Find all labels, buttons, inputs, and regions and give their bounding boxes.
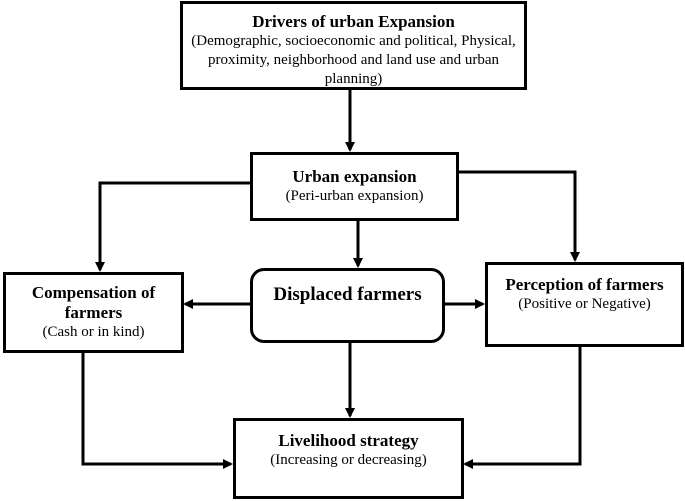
drivers-subtitle: (Demographic, socioeconomic and politica…	[191, 33, 516, 87]
compensation-subtitle: (Cash or in kind)	[42, 324, 145, 340]
arrow-urban-to-perception	[458, 170, 580, 262]
livelihood-box: Livelihood strategy (Increasing or decre…	[233, 418, 464, 499]
livelihood-subtitle: (Increasing or decreasing)	[270, 452, 427, 468]
perception-subtitle: (Positive or Negative)	[518, 296, 651, 312]
displaced-farmers-box: Displaced farmers	[250, 268, 445, 343]
urban-expansion-box: Urban expansion (Peri-urban expansion)	[250, 152, 459, 221]
drivers-title: Drivers of urban Expansion	[252, 12, 455, 31]
urban-expansion-title: Urban expansion	[292, 167, 417, 186]
compensation-box: Compensation of farmers (Cash or in kind…	[3, 272, 184, 353]
displaced-farmers-title: Displaced farmers	[273, 284, 422, 305]
drivers-box: Drivers of urban Expansion (Demographic,…	[180, 1, 527, 90]
urban-expansion-subtitle: (Peri-urban expansion)	[285, 188, 424, 204]
perception-box: Perception of farmers (Positive or Negat…	[485, 262, 684, 347]
arrow-compensation-to-livelihood	[81, 352, 233, 469]
compensation-title: Compensation of farmers	[31, 283, 156, 322]
perception-title: Perception of farmers	[505, 275, 664, 294]
livelihood-title: Livelihood strategy	[278, 431, 419, 450]
arrow-perception-to-livelihood	[463, 346, 582, 469]
arrow-urban-to-compensation	[95, 181, 250, 272]
